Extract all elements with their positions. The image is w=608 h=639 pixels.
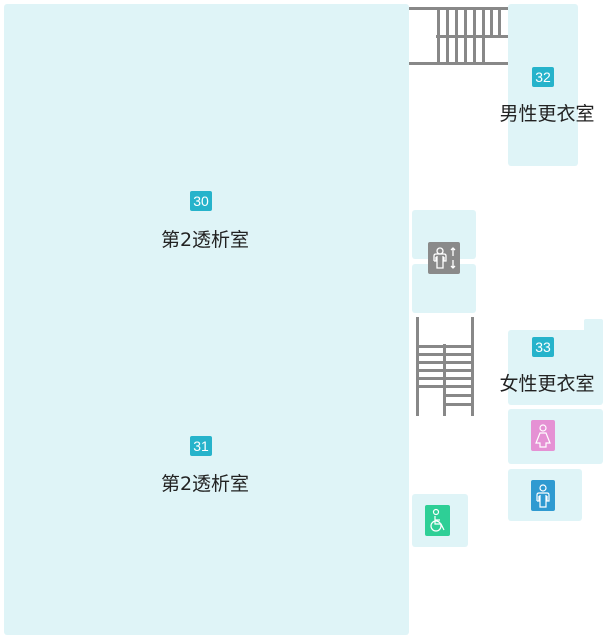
womens-toilet[interactable] <box>508 409 603 464</box>
womens-locker-room-ext <box>584 319 603 339</box>
room-label: 第2透析室 <box>160 473 250 495</box>
room-label: 男性更衣室 <box>499 103 595 125</box>
room-number-badge: 33 <box>532 337 554 357</box>
female-toilet-icon[interactable] <box>531 420 555 451</box>
room-label: 女性更衣室 <box>499 373 595 395</box>
wheelchair-icon[interactable] <box>425 505 450 536</box>
dialysis-room-2[interactable] <box>4 4 409 635</box>
elevator-icon[interactable] <box>428 242 460 274</box>
room-label: 第2透析室 <box>160 229 250 251</box>
room-number-badge: 32 <box>532 67 554 87</box>
room-number-badge: 31 <box>190 436 212 456</box>
womens-locker-room[interactable] <box>508 330 603 405</box>
male-toilet-icon[interactable] <box>531 480 555 511</box>
room-number-badge: 30 <box>190 191 212 211</box>
